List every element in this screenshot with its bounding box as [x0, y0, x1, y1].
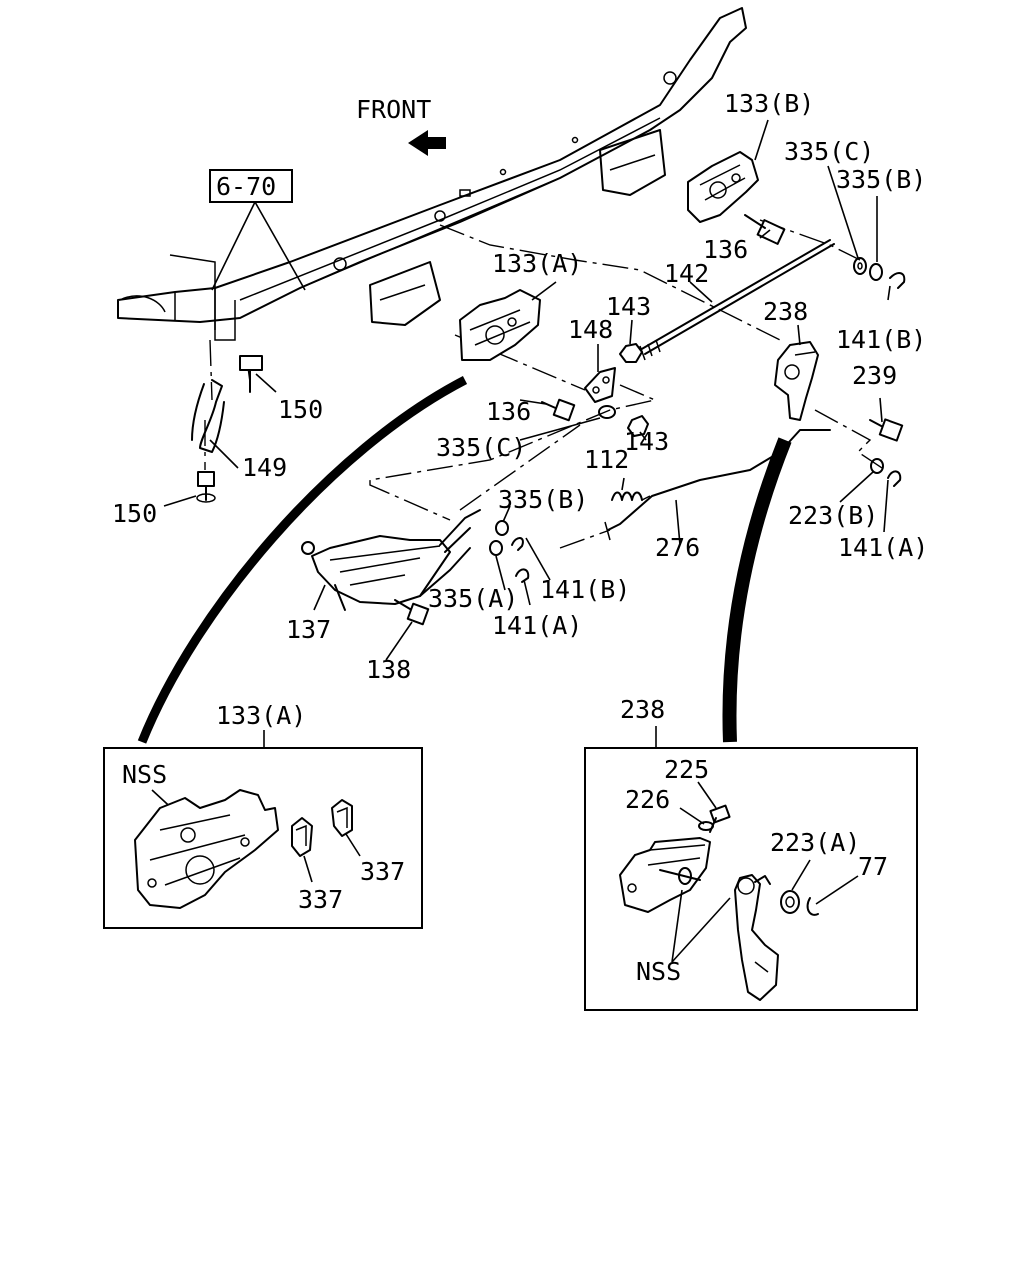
bolt-136-top [744, 214, 786, 245]
label-136-top: 136 [703, 235, 748, 264]
front-label: FRONT [356, 95, 431, 124]
label-142: 142 [664, 259, 709, 288]
label-141b-mid: 141(B) [540, 575, 630, 604]
label-149: 149 [242, 453, 287, 482]
label-238: 238 [763, 297, 808, 326]
label-150-upper: 150 [278, 395, 323, 424]
hook-149 [191, 379, 225, 453]
detail-right-nss: NSS [636, 957, 681, 986]
nut-143-top [619, 343, 643, 363]
front-arrow: FRONT [356, 95, 446, 156]
label-133b: 133(B) [724, 89, 814, 118]
nut-143-mid [627, 415, 649, 437]
clip-337-a [291, 817, 313, 857]
detail-left-title: 133(A) [216, 701, 306, 730]
detail-left-nss: NSS [122, 760, 167, 789]
detail-left-part-a: 337 [360, 857, 405, 886]
label-143-top: 143 [606, 292, 651, 321]
detail-pointer-left [137, 376, 468, 744]
label-112: 112 [584, 445, 629, 474]
lever-238 [774, 341, 819, 421]
bolt-239 [869, 418, 904, 442]
detail-right-223a: 223(A) [770, 828, 860, 857]
plate-148 [584, 367, 616, 403]
washer-335a [489, 540, 503, 556]
washer-335c-top [853, 257, 867, 275]
washer-335b-top [869, 263, 883, 281]
ref-box-6-70: 6-70 [209, 169, 306, 291]
label-150-lower: 150 [112, 499, 157, 528]
label-136-mid: 136 [486, 397, 531, 426]
clip-141a-right [887, 470, 902, 487]
bolt-136-mid [541, 398, 576, 422]
label-143-mid: 143 [624, 427, 669, 456]
bolt-150-lower [196, 471, 216, 503]
ring-223a [780, 890, 800, 914]
label-335b-top: 335(B) [836, 165, 926, 194]
label-335b-mid: 335(B) [498, 485, 588, 514]
label-223b: 223(B) [788, 501, 878, 530]
label-335c-top: 335(C) [784, 137, 874, 166]
label-335a: 335(A) [428, 584, 518, 613]
bracket-133b [687, 151, 759, 223]
detail-left-part-b: 337 [298, 885, 343, 914]
label-138: 138 [366, 655, 411, 684]
label-141a-mid: 141(A) [492, 611, 582, 640]
detail-right-225: 225 [664, 755, 709, 784]
detail-right-77: 77 [858, 852, 888, 881]
bolt-138 [394, 599, 430, 626]
clip-141a-mid [515, 568, 530, 583]
detail-right-title: 238 [620, 695, 665, 724]
rod-276 [604, 429, 831, 541]
ref-box-label: 6-70 [216, 172, 276, 201]
detail-right-226: 226 [625, 785, 670, 814]
label-137: 137 [286, 615, 331, 644]
label-141b-right: 141(B) [836, 325, 926, 354]
label-133a: 133(A) [492, 249, 582, 278]
label-239: 239 [852, 361, 897, 390]
label-335c-mid: 335(C) [436, 433, 526, 462]
detail-pointer-right [722, 437, 792, 743]
clip-337-b [331, 799, 353, 837]
bracket-133a [459, 289, 541, 361]
leader-lines [163, 119, 891, 661]
clip-77 [806, 897, 819, 916]
callout-labels: 133(B) 335(C) 335(B) 133(A) 142 136 143 … [112, 89, 928, 684]
detail-box-133a: 133(A) NSS 337 337 [103, 701, 423, 929]
label-141a-right: 141(A) [838, 533, 928, 562]
spring-112 [611, 491, 651, 501]
label-148: 148 [568, 315, 613, 344]
washer-223b [870, 458, 884, 474]
linkage-137 [301, 509, 481, 611]
frame-crossmember [117, 7, 747, 341]
label-276: 276 [655, 533, 700, 562]
clip-141b-mid [511, 537, 524, 551]
washer-335c-mid [598, 405, 616, 419]
detail-box-238: 238 [584, 695, 918, 1011]
washer-226 [698, 821, 714, 831]
bolt-150-upper [239, 355, 263, 393]
clip-141b-right [889, 272, 906, 289]
washer-335b-mid [495, 520, 509, 536]
